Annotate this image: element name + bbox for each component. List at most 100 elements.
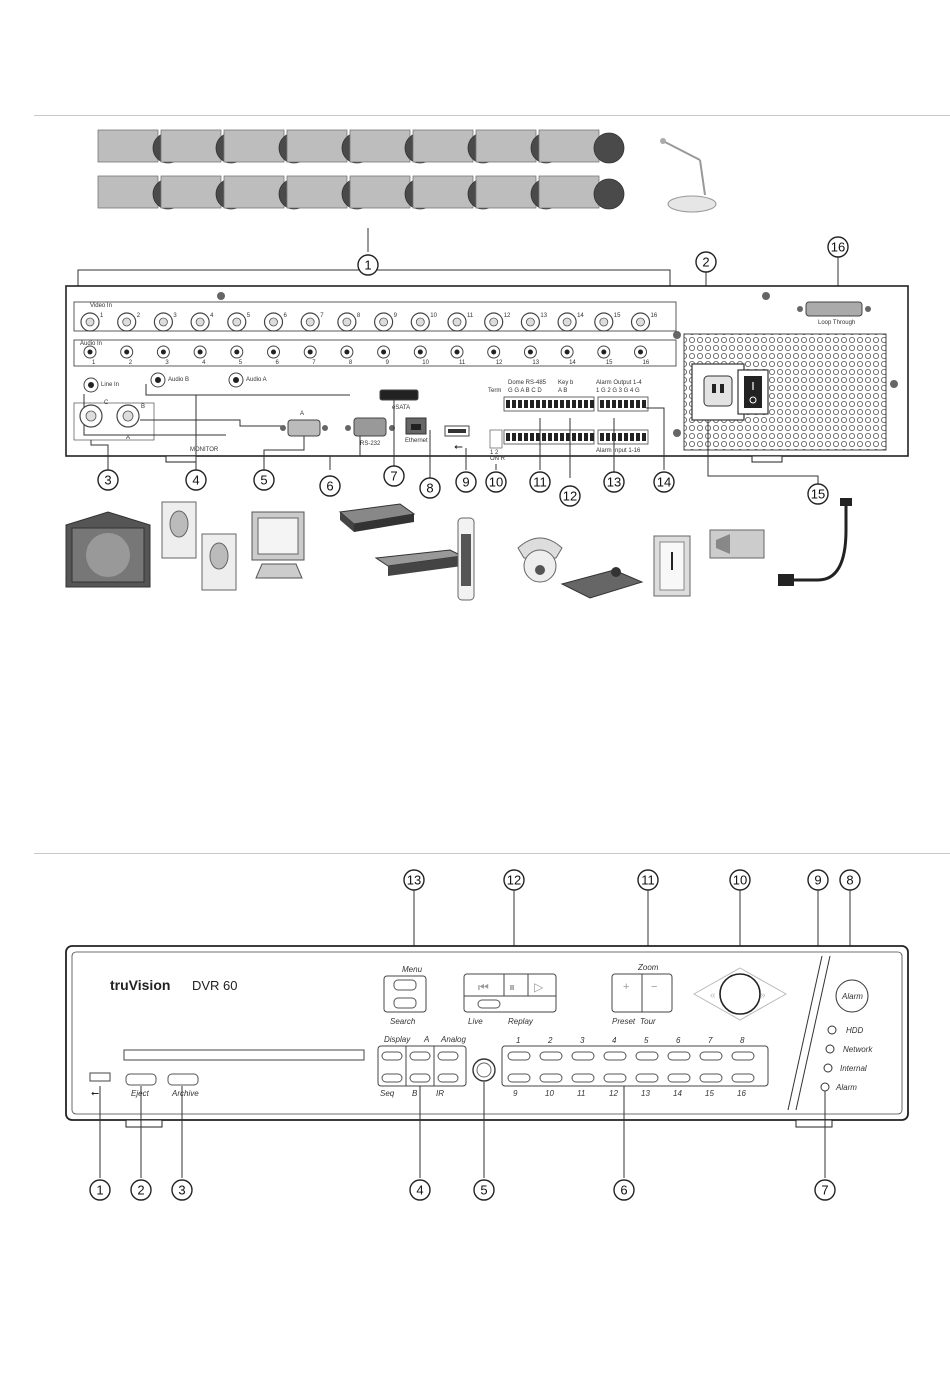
seq-button[interactable] [381,1073,403,1083]
camera-array [97,129,625,210]
number-button-16[interactable] [731,1073,755,1083]
zoom-out-button[interactable]: − [651,981,657,993]
jog-shuttle[interactable]: » « [692,967,788,1021]
front-callout-1: 1 [89,1179,111,1201]
svg-text:Menu: Menu [402,965,423,974]
archive-button[interactable] [167,1073,199,1086]
number-button-14[interactable] [667,1073,691,1083]
alarm-sensor-icon [653,535,691,597]
eject-button[interactable] [125,1073,157,1086]
svg-text:1: 1 [96,1183,103,1198]
number-button-6[interactable] [667,1051,691,1061]
video-in-bnc: 16 [630,312,658,332]
front-callout-11: 11 [637,869,659,891]
monitor-c-connector: C [79,400,109,428]
pause-icon[interactable]: ⏸ [509,980,515,994]
svg-text:8: 8 [426,481,433,496]
rear-callout-6: 6 [319,475,341,497]
number-button-10[interactable] [539,1073,563,1083]
svg-text:7: 7 [821,1183,828,1198]
video-in-bnc: 13 [520,312,548,332]
number-button-11[interactable] [571,1073,595,1083]
svg-text:Audio A: Audio A [246,377,267,383]
video-in-channel-label: 13 [540,313,547,319]
svg-text:Audio B: Audio B [168,377,189,383]
svg-text:Tour: Tour [640,1017,656,1026]
ptz-dome-camera-icon [517,537,563,583]
svg-text:1: 1 [364,258,371,273]
top-rule-2 [34,853,950,854]
number-button-5[interactable] [635,1051,659,1061]
video-in-channel-label: 2 [137,313,141,319]
audio-in-rca: 7 [303,345,317,366]
video-in-bnc: 10 [410,312,438,332]
number-button-4[interactable] [603,1051,627,1061]
svg-text:Live: Live [468,1017,483,1026]
number-button-2[interactable] [539,1051,563,1061]
number-label: 15 [705,1089,714,1098]
rear-callout-2: 2 [695,251,717,273]
rear-callout-4: 4 [185,469,207,491]
svg-text:G G A B C D: G G A B C D [508,388,542,394]
vga-connector: A [280,411,328,437]
b-button[interactable] [409,1073,431,1083]
svg-text:1 G 2 G 3 G 4 G: 1 G 2 G 3 G 4 G [596,388,640,394]
audio-in-channel-label: 1 [92,360,96,366]
svg-text:9: 9 [462,475,469,490]
svg-text:Archive: Archive [171,1089,199,1098]
video-in-bnc: 6 [263,312,288,332]
search-button[interactable] [393,997,417,1009]
svg-text:Alarm: Alarm [835,1083,857,1092]
network-switch-icon [374,549,464,576]
rear-callout-16: 16 [827,236,849,258]
ir-button[interactable] [437,1073,459,1083]
terminal-block [597,396,649,412]
audio-in-channel-label: 5 [239,360,243,366]
rewind-icon[interactable]: ⏮ [478,980,489,994]
svg-text:4: 4 [416,1183,423,1198]
number-button-8[interactable] [731,1051,755,1061]
front-panel-diagram: 13 12 11 10 9 8 truVision DVR 60 ⭠ Eject… [65,869,909,1201]
front-usb-icon: ⭠ [91,1088,99,1099]
menu-button[interactable] [393,979,417,991]
number-button-1[interactable] [507,1051,531,1061]
audio-in-rca: 10 [413,345,430,366]
video-in-channel-label: 5 [247,313,251,319]
a-button[interactable] [409,1051,431,1061]
usb-stick-icon [457,517,475,601]
rear-callout-11: 11 [529,471,551,493]
video-in-bnc: 1 [80,312,104,332]
svg-text:B: B [141,404,145,410]
svg-text:RS-232: RS-232 [360,441,381,447]
audio-in-channel-label: 15 [606,360,613,366]
front-usb-port[interactable] [89,1072,111,1082]
number-button-9[interactable] [507,1073,531,1083]
number-label: 7 [708,1036,713,1045]
terminal-block [503,396,595,412]
number-label: 6 [676,1036,681,1045]
play-icon[interactable]: ▷ [534,980,544,994]
number-label: 8 [740,1036,745,1045]
video-in-channel-label: 11 [467,313,474,319]
svg-text:13: 13 [407,873,421,888]
video-in-channel-label: 15 [614,313,621,319]
internal-led [823,1063,833,1073]
number-label: 11 [577,1089,585,1098]
alarm-button[interactable] [835,979,869,1013]
zoom-in-button[interactable]: + [623,981,629,993]
number-button-15[interactable] [699,1073,723,1083]
number-button-3[interactable] [571,1051,595,1061]
siren-icon [709,529,765,559]
audio-in-channel-label: 2 [129,360,133,366]
microphone-icon [660,138,717,213]
number-button-13[interactable] [635,1073,659,1083]
video-in-channel-label: 14 [577,313,584,319]
analog-button[interactable] [437,1051,459,1061]
number-button-12[interactable] [603,1073,627,1083]
number-button-7[interactable] [699,1051,723,1061]
svg-text:2: 2 [702,255,709,270]
audio-in-rca: 5 [230,345,244,366]
stop-button[interactable] [477,999,501,1009]
display-button[interactable] [381,1051,403,1061]
